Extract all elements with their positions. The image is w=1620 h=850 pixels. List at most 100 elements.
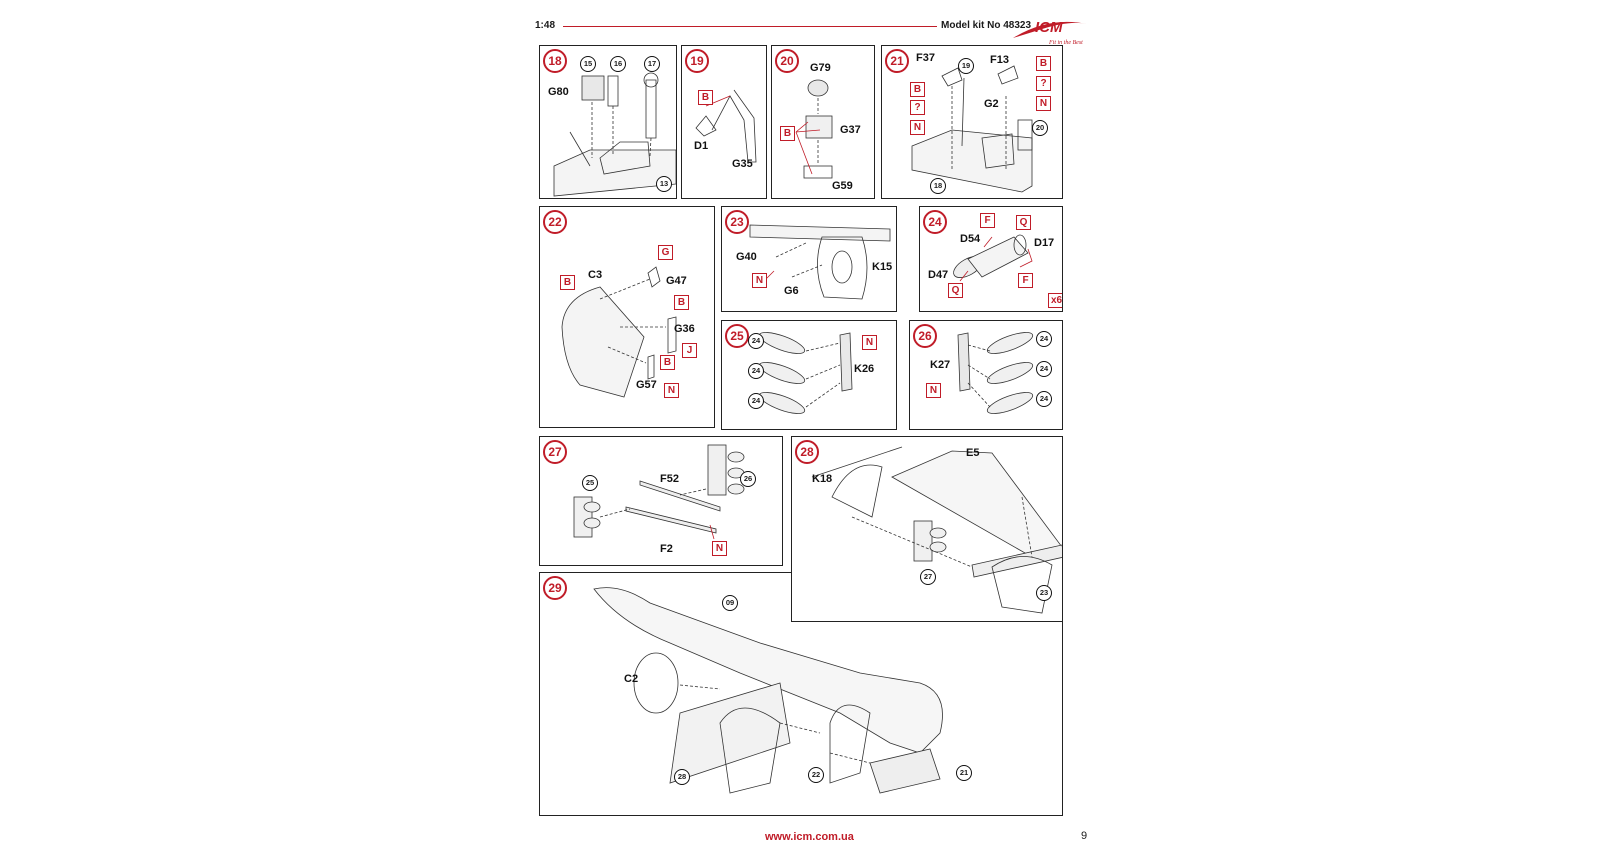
step-22-panel: 22 G C3 B G47 B G36 J B G57 N xyxy=(539,206,715,428)
step-27-drawing xyxy=(573,444,745,540)
step-27-panel: 27 F52 26 25 F2 N xyxy=(539,436,783,566)
step-29-drawing xyxy=(593,587,943,794)
part-label: C2 xyxy=(624,673,639,685)
ref-circle: 27 xyxy=(920,569,936,585)
mark-box: Q xyxy=(948,283,963,298)
part-label: D17 xyxy=(1034,237,1055,249)
part-label: D1 xyxy=(694,140,709,152)
step-18-panel: 18 15 16 17 G80 13 xyxy=(539,45,677,199)
step-23-panel: 23 G40 N K15 G6 xyxy=(721,206,897,312)
ref-circle: 13 xyxy=(656,176,672,192)
part-label: C3 xyxy=(588,269,603,281)
part-label: G80 xyxy=(548,86,569,98)
kit-number: Model kit No 48323 xyxy=(941,20,1032,31)
ref-circle: 24 xyxy=(748,393,764,409)
step-number: 19 xyxy=(685,49,709,73)
icm-logo: ICM Fit in the Best xyxy=(1009,14,1093,48)
ref-circle: 19 xyxy=(958,58,974,74)
part-label: G57 xyxy=(636,379,657,391)
ref-circle: 26 xyxy=(740,471,756,487)
mark-box: B xyxy=(780,126,795,141)
part-label: G59 xyxy=(832,180,853,192)
step-21-drawing xyxy=(911,65,1033,193)
step-20-drawing xyxy=(795,79,833,179)
mark-box: N xyxy=(926,383,941,398)
ref-circle: 18 xyxy=(930,178,946,194)
part-label: G40 xyxy=(736,251,757,263)
ref-circle: 24 xyxy=(1036,331,1052,347)
mark-box: J xyxy=(682,343,697,358)
step-number: 27 xyxy=(543,440,567,464)
step-21-panel: 21 F37 19 F13 B ? N B ? N G2 20 18 xyxy=(881,45,1063,199)
step-22-drawing xyxy=(561,266,677,398)
ref-circle: 20 xyxy=(1032,120,1048,136)
part-label: K18 xyxy=(812,473,833,485)
part-label: G37 xyxy=(840,124,861,136)
part-label: G35 xyxy=(732,158,753,170)
step-number: 20 xyxy=(775,49,799,73)
ref-circle: 28 xyxy=(674,769,690,785)
part-label: F52 xyxy=(660,473,679,485)
step-18-drawing xyxy=(553,72,676,197)
step-28-drawing xyxy=(811,446,1062,614)
ref-circle: 16 xyxy=(610,56,626,72)
ref-circle: 09 xyxy=(722,595,738,611)
part-label: F13 xyxy=(990,54,1009,66)
step-number: 28 xyxy=(795,440,819,464)
header-rule xyxy=(563,26,937,27)
footer-url: www.icm.com.ua xyxy=(765,831,854,843)
ref-circle: 15 xyxy=(580,56,596,72)
step-number: 26 xyxy=(913,324,937,348)
part-label: G2 xyxy=(984,98,999,110)
part-label: E5 xyxy=(966,447,980,459)
part-label: K27 xyxy=(930,359,951,371)
step-number: 18 xyxy=(543,49,567,73)
page-number: 9 xyxy=(1081,830,1088,842)
mark-box: B xyxy=(910,82,925,97)
ref-circle: 21 xyxy=(956,765,972,781)
part-label: G79 xyxy=(810,62,831,74)
part-label: D47 xyxy=(928,269,949,281)
part-label: G6 xyxy=(784,285,799,297)
mark-box: B xyxy=(660,355,675,370)
mark-box: N xyxy=(910,120,925,135)
mark-box: N xyxy=(1036,96,1051,111)
part-label: K26 xyxy=(854,363,875,375)
mark-box: F xyxy=(1018,273,1033,288)
ref-circle: 25 xyxy=(582,475,598,491)
svg-text:ICM: ICM xyxy=(1035,19,1063,36)
ref-circle: 17 xyxy=(644,56,660,72)
step-28-panel: 28 E5 K18 27 23 xyxy=(791,436,1063,622)
mark-box: G xyxy=(658,245,673,260)
mark-box: B xyxy=(1036,56,1051,71)
qty-box: x6 xyxy=(1048,293,1062,308)
step-25-panel: 25 24 N 24 K26 24 xyxy=(721,320,897,430)
step-24-drawing xyxy=(953,234,1033,282)
mark-box: N xyxy=(752,273,767,288)
step-number: 23 xyxy=(725,210,749,234)
mark-box: B xyxy=(674,295,689,310)
mark-box: N xyxy=(664,383,679,398)
part-label: F37 xyxy=(916,52,935,64)
step-19-panel: 19 B D1 G35 xyxy=(681,45,767,199)
ref-circle: 24 xyxy=(748,333,764,349)
step-number: 22 xyxy=(543,210,567,234)
mark-box: B xyxy=(560,275,575,290)
step-20-panel: 20 G79 B G37 G59 xyxy=(771,45,875,199)
ref-circle: 24 xyxy=(1036,361,1052,377)
step-26-panel: 26 24 K27 24 N 24 xyxy=(909,320,1063,430)
part-label: K15 xyxy=(872,261,893,273)
step-number: 25 xyxy=(725,324,749,348)
step-26-drawing xyxy=(957,332,1034,414)
mark-box: ? xyxy=(910,100,925,115)
mark-box: ? xyxy=(1036,76,1051,91)
mark-box: B xyxy=(698,90,713,105)
step-number: 21 xyxy=(885,49,909,73)
step-25-drawing xyxy=(758,332,853,414)
ref-circle: 22 xyxy=(808,767,824,783)
step-24-panel: 24 F Q D54 D17 D47 F Q x6 xyxy=(919,206,1063,312)
mark-box: F xyxy=(980,213,995,228)
ref-circle: 24 xyxy=(1036,391,1052,407)
mark-box: Q xyxy=(1016,215,1031,230)
mark-box: N xyxy=(712,541,727,556)
